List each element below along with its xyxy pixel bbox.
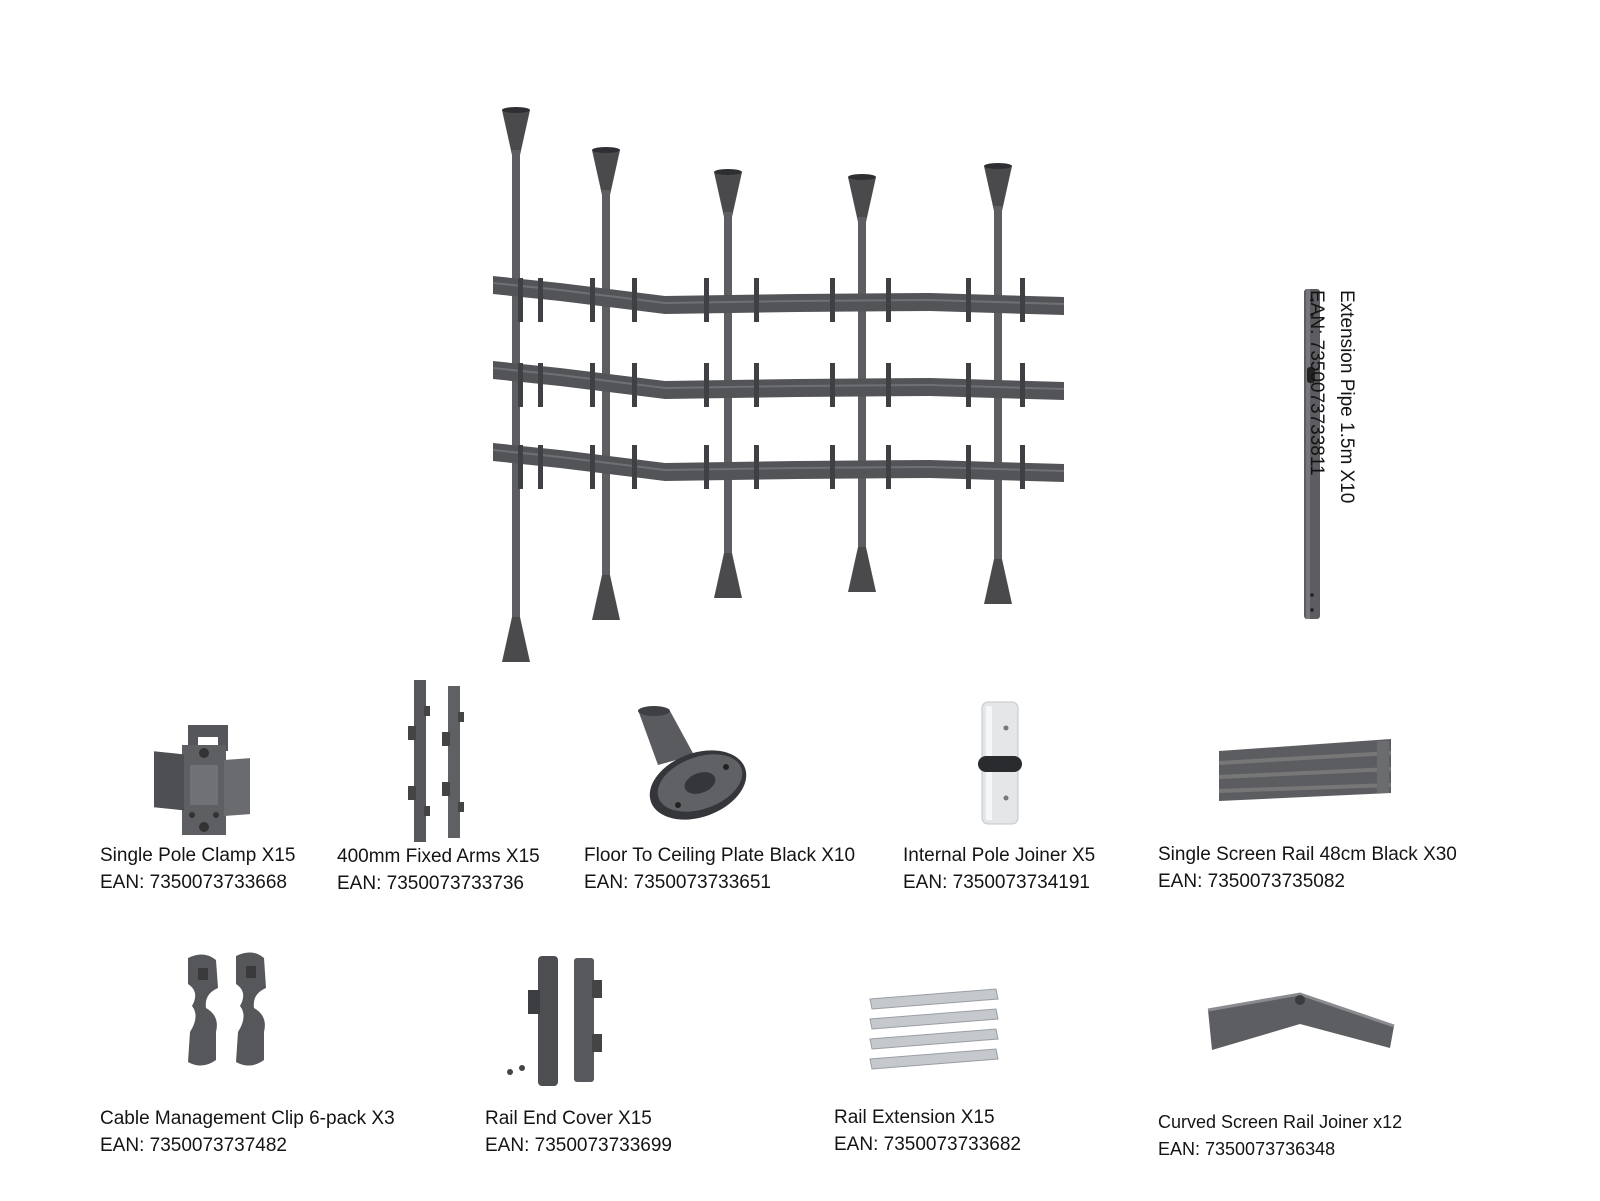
rail-extension-icon [869,988,999,1070]
part-label-cable-clip: Cable Management Clip 6-pack X3 EAN: 735… [100,1105,395,1159]
part-ean: EAN: 7350073735082 [1158,871,1345,892]
part-name: Internal Pole Joiner X5 [903,845,1096,866]
part-ean: EAN: 7350073736348 [1158,1139,1336,1159]
extension-pipe-illustration [1304,289,1320,619]
fixed-arms-icon [408,680,464,842]
rail-end-cover-icon [507,956,602,1086]
part-ean: EAN: 7350073733736 [337,873,524,894]
part-label-screen-rail: Single Screen Rail 48cm Black X30 EAN: 7… [1158,841,1457,895]
pole-joiner-icon [978,701,1022,825]
part-ean: EAN: 7350073733699 [485,1135,672,1156]
cable-clip-icon [188,952,266,1066]
part-ean: EAN: 7350073733682 [834,1134,1021,1155]
extension-pipe-name: Extension Pipe 1.5m X10 [1336,290,1357,504]
part-label-pole-joiner: Internal Pole Joiner X5 EAN: 73500737341… [903,842,1095,896]
screen-rail-icon [1218,739,1392,801]
part-label-rail-extension: Rail Extension X15 EAN: 7350073733682 [834,1104,1021,1158]
part-name: Rail Extension X15 [834,1107,995,1128]
part-name: Rail End Cover X15 [485,1108,652,1129]
part-ean: EAN: 7350073737482 [100,1135,287,1156]
part-label-pole-clamp: Single Pole Clamp X15 EAN: 7350073733668 [100,842,295,896]
part-name: Single Pole Clamp X15 [100,845,296,866]
extension-pipe-ean: EAN: 7350073733811 [1306,290,1327,476]
part-ean: EAN: 7350073733651 [584,872,771,893]
part-label-fixed-arms: 400mm Fixed Arms X15 EAN: 7350073733736 [337,843,540,897]
extension-pipe-label: Extension Pipe 1.5m X10 EAN: 73500737338… [1301,290,1361,503]
curved-rail-joiner-icon [1207,992,1395,1050]
part-name: Curved Screen Rail Joiner x12 [1158,1112,1403,1132]
part-label-rail-end-cover: Rail End Cover X15 EAN: 7350073733699 [485,1105,672,1159]
part-name: 400mm Fixed Arms X15 [337,846,540,867]
part-name: Single Screen Rail 48cm Black X30 [1158,844,1457,865]
ceiling-plate-icon [638,706,747,820]
part-name: Floor To Ceiling Plate Black X10 [584,845,856,866]
part-label-ceiling-plate: Floor To Ceiling Plate Black X10 EAN: 73… [584,842,855,896]
part-label-curved-rail-joiner: Curved Screen Rail Joiner x12 EAN: 73500… [1158,1109,1402,1163]
pole-clamp-icon [154,725,250,835]
part-name: Cable Management Clip 6-pack X3 [100,1108,395,1129]
part-ean: EAN: 7350073734191 [903,872,1090,893]
part-ean: EAN: 7350073733668 [100,872,287,893]
